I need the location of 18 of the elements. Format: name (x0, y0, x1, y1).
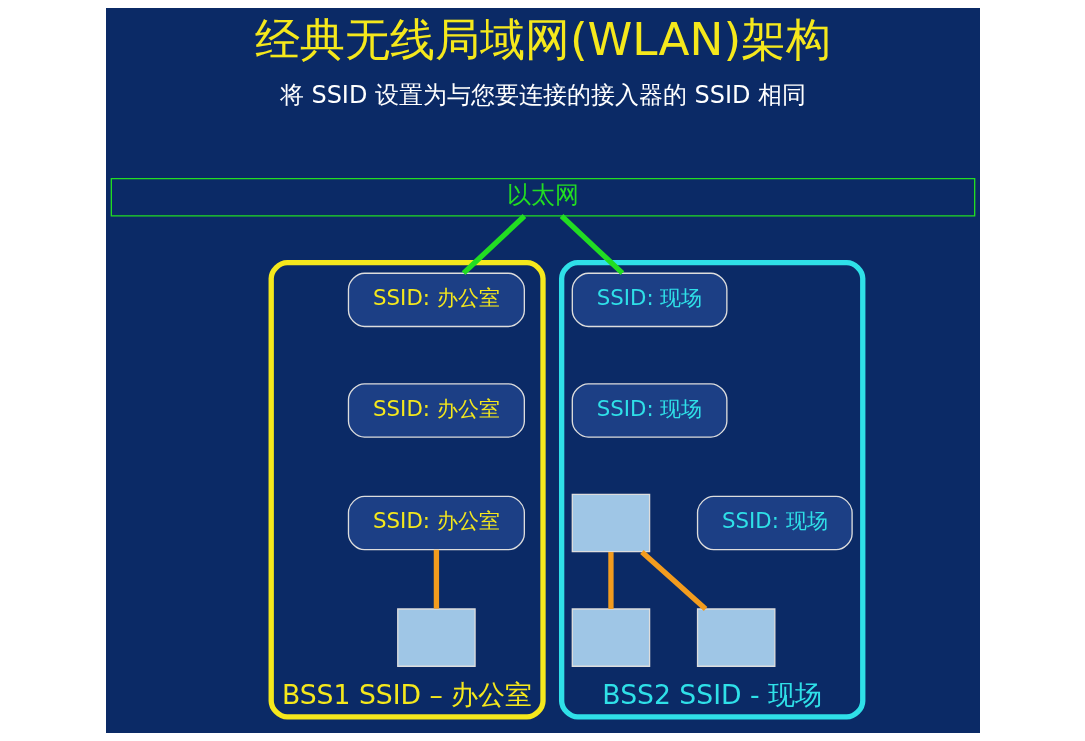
connector (433, 549, 439, 609)
node-box (396, 608, 476, 667)
node-box: SSID: 办公室 (347, 383, 525, 438)
diagram-title: 经典无线局域网(WLAN)架构 (254, 13, 831, 67)
connector (607, 552, 614, 609)
node-box: SSID: 办公室 (347, 495, 525, 551)
node-box: 以太网 (110, 178, 975, 217)
node-box (571, 608, 650, 667)
connector (639, 550, 707, 611)
node-box: SSID: 现场 (571, 383, 728, 438)
connector (559, 214, 624, 276)
node-box: SSID: 办公室 (347, 272, 525, 328)
node-box: SSID: 现场 (696, 495, 853, 551)
node-box: SSID: 现场 (571, 272, 728, 328)
connector (461, 214, 526, 276)
node-box (696, 608, 775, 667)
label: 将 SSID 设置为与您要连接的接入器的 SSID 相同 (279, 81, 806, 110)
node-box (571, 493, 650, 553)
